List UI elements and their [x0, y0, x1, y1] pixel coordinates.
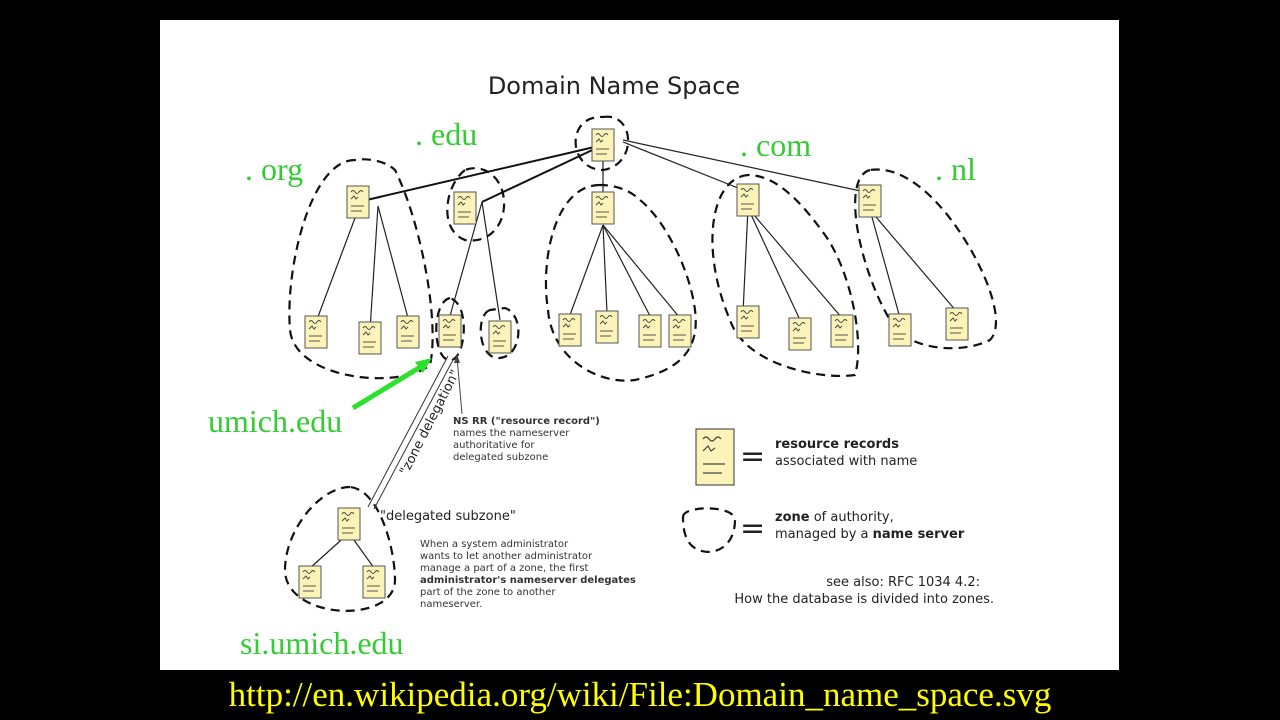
resource-record-icon	[595, 310, 619, 344]
svg-text:see also: RFC 1034 4.2:: see also: RFC 1034 4.2:	[826, 575, 980, 590]
diagram-title: Domain Name Space	[488, 72, 740, 100]
resource-record-icon	[304, 315, 328, 349]
resource-record-icon	[591, 191, 615, 225]
zone-outline-icon	[574, 115, 630, 172]
legend-zone-line1: zone of authority,	[775, 510, 894, 525]
zone-outline-icon	[479, 306, 520, 360]
see-also: see also: RFC 1034 4.2: How the database…	[734, 575, 994, 607]
resource-record-icon	[337, 507, 361, 541]
resource-record-icon	[788, 317, 812, 351]
label-umich-edu: umich.edu	[208, 403, 342, 439]
resource-record-icon	[638, 314, 662, 348]
resource-record-icon	[346, 185, 370, 219]
org-edges	[315, 205, 409, 331]
legend-zone-line2: managed by a name server	[775, 527, 965, 542]
svg-text:delegated subzone: delegated subzone	[453, 452, 548, 463]
edu-edges	[449, 201, 501, 321]
delegation-note: When a system administrator wants to let…	[420, 539, 636, 610]
zone-outline-icon	[711, 173, 860, 377]
com-edges	[742, 207, 843, 321]
ns-rr-note: NS RR ("resource record") names the name…	[453, 416, 600, 463]
legend-equals-1: =	[740, 439, 765, 474]
zone-outline-icon	[854, 168, 998, 350]
resource-record-icon	[888, 313, 912, 347]
svg-text:manage a part of a zone, the f: manage a part of a zone, the first	[420, 563, 589, 574]
slide: Domain Name Space	[160, 20, 1119, 670]
resource-record-icon	[945, 307, 969, 341]
label-edu: . edu	[415, 116, 477, 152]
green-arrow-icon	[351, 358, 432, 411]
label-nl: . nl	[935, 151, 976, 187]
svg-text:wants to let another administr: wants to let another administrator	[420, 551, 593, 562]
svg-text:NS RR ("resource record"): NS RR ("resource record")	[453, 416, 600, 427]
svg-text:administrator's nameserver del: administrator's nameserver delegates	[420, 575, 636, 586]
svg-text:When a system administrator: When a system administrator	[420, 539, 569, 550]
svg-text:How the database is divided in: How the database is divided into zones.	[734, 592, 994, 607]
resource-record-icon	[362, 565, 386, 599]
svg-text:part of the zone to another: part of the zone to another	[420, 587, 556, 598]
resource-record-icon	[858, 184, 882, 218]
legend-equals-2: =	[740, 511, 765, 546]
resource-record-icon	[396, 315, 420, 349]
zone-outline-icon	[544, 183, 697, 382]
label-org: . org	[245, 151, 303, 187]
svg-text:nameserver.: nameserver.	[420, 599, 482, 610]
resource-record-icon	[695, 428, 735, 486]
resource-record-icon	[298, 565, 322, 599]
resource-record-icon	[438, 314, 462, 348]
delegated-subzone-label: "delegated subzone"	[380, 509, 516, 524]
label-si-umich-edu: si.umich.edu	[240, 625, 404, 661]
legend-resource-records-desc: associated with name	[775, 454, 917, 469]
resource-record-icon	[736, 305, 760, 339]
resource-record-icon	[591, 128, 615, 162]
zone-outline-icon	[681, 507, 737, 554]
resource-record-icon	[736, 183, 760, 217]
resource-record-icon	[453, 191, 477, 225]
zone-outline-icon	[435, 296, 465, 362]
nl-edges	[869, 209, 958, 319]
label-com: . com	[740, 127, 811, 163]
resource-record-icon	[558, 313, 582, 347]
resource-record-icon	[358, 321, 382, 355]
svg-text:authoritative for: authoritative for	[453, 440, 535, 451]
svg-text:names the nameserver: names the nameserver	[453, 428, 570, 439]
domain-name-space-diagram: Domain Name Space	[208, 72, 998, 661]
legend-resource-records: resource records	[775, 437, 899, 452]
resource-record-icon	[488, 320, 512, 354]
resource-record-icon	[830, 314, 854, 348]
zone-outline-icon	[446, 167, 506, 242]
legend: = resource records associated with name …	[681, 428, 965, 554]
middle-edges	[569, 224, 681, 319]
resource-record-icon	[668, 314, 692, 348]
source-url-link[interactable]: http://en.wikipedia.org/wiki/File:Domain…	[228, 675, 1052, 714]
